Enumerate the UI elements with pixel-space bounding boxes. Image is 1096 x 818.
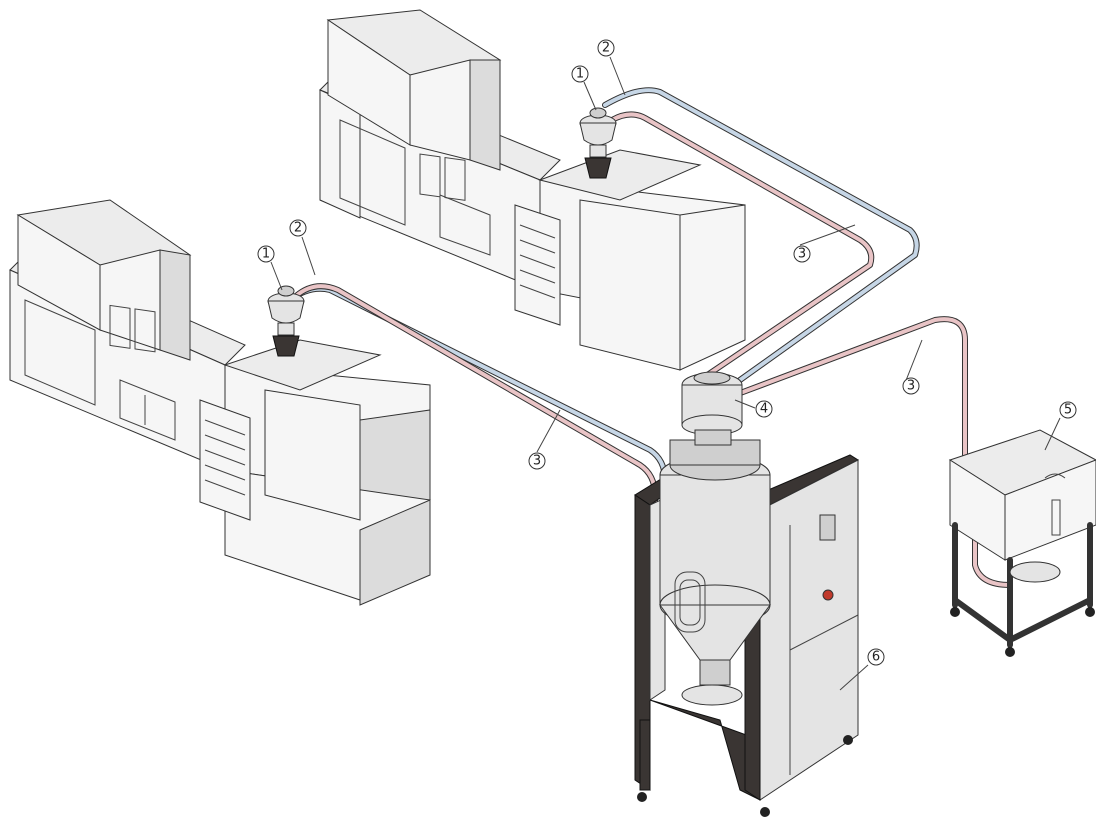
material-storage-bin <box>948 429 1096 657</box>
svg-text:5: 5 <box>1064 403 1072 418</box>
callout-5-bin: 5 <box>1059 401 1077 419</box>
svg-text:3: 3 <box>907 379 915 394</box>
callout-6-dryer: 6 <box>867 648 885 666</box>
svg-text:6: 6 <box>872 650 880 665</box>
svg-text:3: 3 <box>533 454 541 469</box>
svg-text:2: 2 <box>602 41 610 56</box>
callout-3-bin: 3 <box>902 377 920 395</box>
hopper-loader-back <box>579 107 617 179</box>
svg-text:3: 3 <box>798 247 806 262</box>
callout-2-front: 2 <box>289 219 307 237</box>
callout-2-back: 2 <box>597 39 615 57</box>
svg-text:1: 1 <box>576 67 584 82</box>
callout-1-back: 1 <box>571 65 589 83</box>
callout-4-receiver: 4 <box>755 400 773 418</box>
callout-3-back: 3 <box>793 245 811 263</box>
injection-molding-machine-back <box>319 9 746 371</box>
svg-text:4: 4 <box>760 402 768 417</box>
svg-text:2: 2 <box>294 221 302 236</box>
leader-lines <box>270 56 1061 691</box>
hopper-loader-front <box>267 285 305 357</box>
callout-3-front: 3 <box>528 452 546 470</box>
svg-text:1: 1 <box>262 247 270 262</box>
callout-1-front: 1 <box>257 245 275 263</box>
injection-molding-machine-front <box>9 199 431 606</box>
desiccant-dryer <box>634 371 860 817</box>
